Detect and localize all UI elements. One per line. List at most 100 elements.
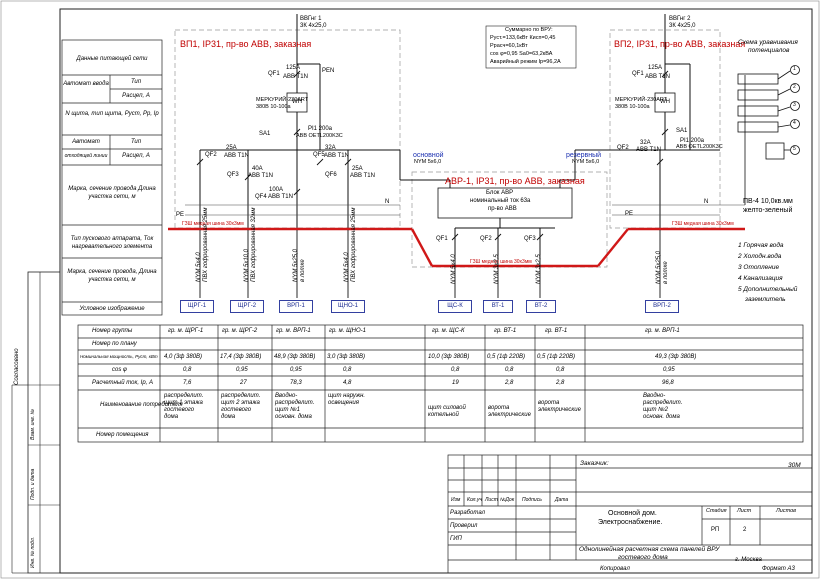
table-row: 0,5 (1ф 220В) bbox=[487, 354, 526, 360]
cable-5: NYM 5х4,0 bbox=[451, 254, 457, 284]
table-head-plan: Номер по плану bbox=[92, 341, 137, 347]
label-type2: Тип bbox=[130, 139, 142, 145]
vp2-feed bbox=[560, 14, 745, 228]
stamp-agreed: Согласовано bbox=[14, 348, 20, 385]
role-developer: Разработал bbox=[450, 510, 485, 516]
vp1-feed bbox=[185, 14, 450, 228]
panel-box-2: ЩРГ-2 bbox=[230, 300, 264, 313]
cable-note-2: ПВХ гофрированная 32мм bbox=[251, 207, 257, 282]
consumer-2-line-4: дома bbox=[221, 414, 236, 420]
table-row: гр. м. ЩС-К bbox=[432, 328, 465, 334]
label-symbol: Условное изображение bbox=[79, 306, 145, 312]
summary-line-4: cos φ=0,95 Sa0=63,2кВА bbox=[490, 51, 553, 57]
sheet-head: Лист bbox=[737, 508, 752, 514]
vp2-title: ВП2, IP31, пр-во ABB, заказная bbox=[614, 39, 746, 49]
label-breaker: Автомат вводa bbox=[63, 81, 109, 87]
table-row: 3,0 (3ф 380В) bbox=[327, 354, 366, 360]
sa1r-brand: ABB OETL200K3C bbox=[676, 144, 723, 150]
qf4-brand: ABB T1N bbox=[268, 194, 293, 200]
feeder1-cable: 3К 4х25,0 bbox=[300, 23, 327, 29]
wh-vp2: WH bbox=[660, 99, 670, 105]
table-row: гр. ВТ-1 bbox=[545, 328, 568, 334]
summary-box bbox=[485, 25, 577, 69]
table-row: 4,0 (3ф 380В) bbox=[164, 354, 203, 360]
stamp-replaces: Взам. инв. № bbox=[30, 409, 36, 440]
main-cable-label: NYM 5х6,0 bbox=[414, 159, 442, 165]
pe-vp2: PE bbox=[625, 211, 634, 217]
consumer-3-line-4: основн. дома bbox=[275, 414, 312, 420]
panel-box-3: ВРП-1 bbox=[279, 300, 313, 313]
title-block-grid bbox=[447, 454, 813, 574]
qf2r-spec: 32A bbox=[640, 140, 651, 146]
table-row: 10,0 (3ф 380В) bbox=[428, 354, 470, 360]
consumer-1-line-1: распределит. bbox=[164, 393, 204, 399]
cable-1: NYM 5х4,0 bbox=[196, 252, 202, 282]
ground-bus bbox=[168, 227, 745, 268]
meter-vp1 bbox=[286, 92, 308, 113]
avr-block-line-2: номинальный ток 63а bbox=[470, 198, 531, 204]
qf3-label: QF3 bbox=[227, 172, 239, 178]
table-row: гр. ВТ-1 bbox=[494, 328, 517, 334]
left-label-column bbox=[61, 39, 163, 316]
panel-box-7: ВТ-2 bbox=[526, 300, 556, 313]
pv4-label: ПВ-4 10,0кв.мм bbox=[743, 198, 793, 205]
consumer-2-line-2: щит 2 этажа bbox=[221, 400, 260, 406]
panel-box-1: ЩРГ-1 bbox=[180, 300, 214, 313]
col-head-izm: Изм bbox=[451, 497, 461, 503]
legend-item-3: 3 Отопление bbox=[738, 264, 780, 271]
table-row: 4,8 bbox=[343, 380, 352, 386]
legend-num-3: 3 bbox=[793, 102, 796, 108]
meter-vp2-model: МЕРКУРИЙ-230ART bbox=[615, 97, 668, 103]
panel-box-4: ЩНО-1 bbox=[331, 300, 365, 313]
consumer-4-line-1: щит наружн. bbox=[328, 393, 366, 399]
feeder2-cable: 3К 4х25,0 bbox=[669, 23, 696, 29]
consumer-1-line-3: гостевого bbox=[164, 407, 195, 413]
table-row: 0,8 bbox=[343, 367, 352, 373]
format-label: Формат А3 bbox=[762, 566, 795, 572]
cable-note-4: ПВХ гофрированная 25мм bbox=[351, 207, 357, 282]
qf5-brand: ABB T1N bbox=[324, 153, 349, 159]
meter-vp2-spec: 380В 10-100а bbox=[615, 104, 650, 110]
sa1-brand: ABB OETL200K3C bbox=[296, 133, 343, 139]
cable-2: NYM 5х10,0 bbox=[244, 248, 250, 282]
legend-item-1: 1 Горячая вода bbox=[738, 242, 784, 249]
table-row: 0,95 bbox=[290, 367, 302, 373]
table-row: 49,3 (3ф 380В) bbox=[655, 354, 697, 360]
table-row: 7,6 bbox=[183, 380, 192, 386]
table-row: 96,8 bbox=[662, 380, 674, 386]
legend-title-1: Схема уравнивания bbox=[738, 39, 798, 46]
feeder1-name: ВВГнг 1 bbox=[300, 16, 322, 22]
qf5-label: QF5 bbox=[313, 152, 325, 158]
customer-label: Заказчик: bbox=[580, 460, 609, 467]
cable-3: NYM 5х25,0 bbox=[293, 248, 299, 282]
consumer-2-line-1: распределит. bbox=[221, 393, 261, 399]
qf1-brand: ABB T1N bbox=[283, 74, 308, 80]
label-current2: Расцеп, А bbox=[122, 153, 150, 159]
legend-num-5: 5 bbox=[793, 146, 796, 152]
object-line-1: Основной дом. bbox=[608, 510, 657, 517]
table-head-power: Номинальная мощность, Руст, кВт bbox=[80, 354, 158, 359]
qf3-spec: 40A bbox=[252, 166, 263, 172]
sa1r-label: SA1 bbox=[676, 128, 688, 134]
label-panel-no: N щита, тип щита, Руст, Рр, Iр bbox=[65, 111, 159, 117]
role-gip: ГИП bbox=[450, 536, 462, 542]
main-line-label: основной bbox=[413, 152, 444, 159]
table-row: 0,5 (1ф 220В) bbox=[537, 354, 576, 360]
legend-title-2: потенциалов bbox=[748, 47, 790, 54]
consumer-3-line-1: Вводно- bbox=[275, 393, 298, 399]
consumer-6-line-2: электрические bbox=[488, 412, 531, 418]
avr-qf1: QF1 bbox=[436, 236, 448, 242]
qf5-spec: 32A bbox=[325, 145, 336, 151]
col-head-sign: Подпись bbox=[522, 497, 542, 503]
consumer-2-line-3: гостевого bbox=[221, 407, 252, 413]
col-head-koluch: Кол.уч bbox=[467, 497, 482, 503]
sa1-spec: PI1 200a bbox=[308, 126, 333, 132]
consumer-8-line-1: Вводно- bbox=[643, 393, 666, 399]
cable-note-3: в лотке bbox=[300, 259, 306, 282]
col-head-list: Лист bbox=[485, 497, 498, 503]
table-row: 0,8 bbox=[451, 367, 460, 373]
table-row: гр. м. ВРП-1 bbox=[645, 328, 680, 334]
qf6-spec: 25A bbox=[352, 166, 363, 172]
table-row: 2,8 bbox=[505, 380, 514, 386]
table-row: 48,9 (3ф 380В) bbox=[274, 354, 316, 360]
